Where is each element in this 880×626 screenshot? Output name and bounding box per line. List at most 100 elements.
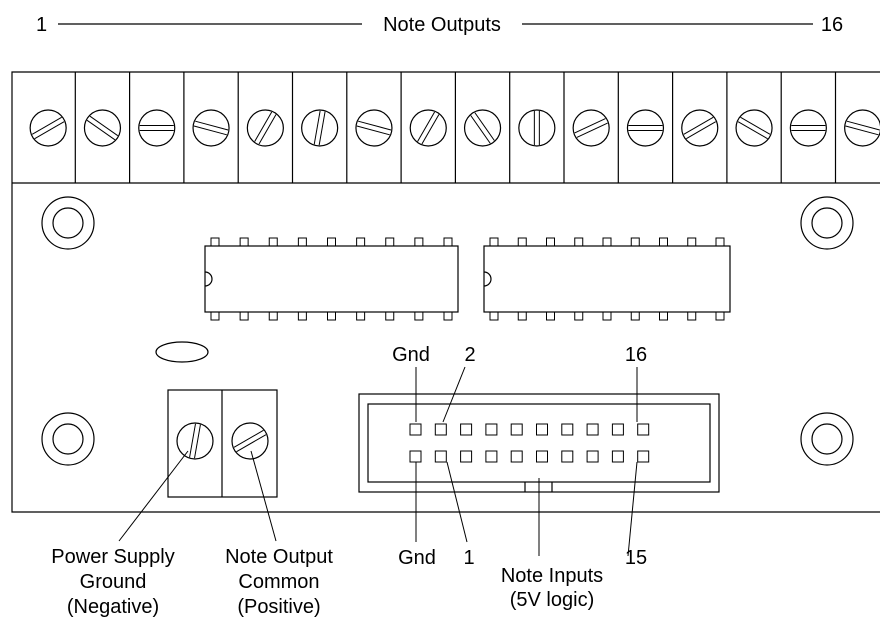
leader-pin-2 [442, 366, 466, 423]
ic-pin [443, 311, 453, 321]
caption-common-line3: (Positive) [237, 596, 320, 618]
ic-pin [574, 237, 584, 247]
power-terminal-block [167, 389, 278, 498]
header-key-notch [524, 482, 553, 492]
power-ground-screw [176, 422, 214, 460]
header-pin-top-6 [536, 423, 548, 436]
header-pin-16-label: 16 [625, 344, 647, 366]
header-pin-top-8 [586, 423, 599, 436]
header-pin-1-label: 1 [463, 547, 474, 569]
header-pin-top-4 [485, 423, 498, 436]
caption-inputs-line1: Note Inputs [501, 565, 603, 587]
ic-pin [385, 237, 395, 247]
ic-pin [327, 311, 336, 321]
header-pin-top-3 [460, 423, 473, 436]
header-pin-bottom-6 [536, 450, 548, 463]
ic-pin [602, 311, 612, 321]
header-pin-top-7 [561, 423, 574, 436]
ic-pin [443, 237, 453, 247]
header-pin-top-1 [409, 423, 422, 436]
mounting-hole-top-left [41, 196, 95, 250]
ic-pin [268, 311, 278, 321]
output-last-label: 16 [821, 14, 843, 36]
header-pin-top-10 [637, 423, 650, 436]
ic-pin [489, 311, 499, 321]
output-terminal-screw-12 [626, 109, 665, 147]
output-terminal-screw-5 [246, 109, 284, 147]
ic-pin [327, 237, 336, 247]
ic-pin [239, 311, 249, 321]
board-outline [11, 71, 880, 513]
output-first-label: 1 [36, 14, 47, 36]
ic-notch [483, 271, 492, 287]
ic-pin [239, 237, 249, 247]
header-pin-bottom-4 [485, 450, 498, 463]
ic-pin [687, 237, 697, 247]
ic-pin [414, 237, 424, 247]
ic-pin [715, 311, 725, 321]
ic-notch [204, 271, 213, 287]
ic-pin [546, 311, 555, 321]
ic-pin [687, 311, 697, 321]
header-outer [358, 393, 720, 493]
ic-pin [210, 237, 220, 247]
header-pin-top-9 [611, 423, 624, 436]
header-pin-bottom-1 [409, 450, 422, 463]
header-pin-2-label: 2 [464, 344, 475, 366]
output-terminal-screw-11 [572, 109, 610, 147]
ic-pin [489, 237, 499, 247]
mounting-hole-bottom-right [800, 412, 854, 466]
header-pin-bottom-9 [611, 450, 624, 463]
output-terminal-screw-16 [844, 109, 880, 147]
mounting-hole-bottom-left [41, 412, 95, 466]
note-outputs-label-group: 1 Note Outputs 16 [36, 14, 843, 36]
ic-pin [414, 311, 424, 321]
ic-pin [297, 237, 307, 247]
output-terminal-screw-15 [789, 109, 827, 147]
caption-common-line2: Common [238, 571, 319, 593]
output-terminal-screw-6 [301, 109, 339, 147]
ic-pin [659, 237, 668, 247]
output-terminal-screw-9 [463, 109, 502, 147]
header-pin-bottom-8 [586, 450, 599, 463]
output-terminal-screw-13 [681, 109, 719, 147]
ic-pin [602, 237, 612, 247]
output-terminal-screw-14 [735, 109, 773, 147]
mounting-hole-top-right [800, 196, 854, 250]
caption-ground-line1: Power Supply [51, 546, 174, 568]
ic-pin [356, 237, 366, 247]
ic-body [204, 245, 459, 313]
ic-pin [659, 311, 668, 321]
output-terminal-screw-3 [138, 109, 176, 147]
ic-pin [630, 311, 640, 321]
ic-pin [715, 237, 725, 247]
ic-pin [574, 311, 584, 321]
led-indicator [155, 341, 209, 363]
ic-pin [210, 311, 220, 321]
leader-pin-1 [446, 461, 468, 543]
header-gnd-top-label: Gnd [392, 344, 430, 366]
output-terminal-screw-1 [29, 109, 67, 147]
header-pin-top-2 [434, 423, 447, 436]
caption-inputs-line2: (5V logic) [510, 589, 594, 611]
ic-pin [356, 311, 366, 321]
leader-common [250, 450, 277, 542]
header-pin-bottom-5 [510, 450, 523, 463]
header-inner [367, 403, 711, 483]
header-gnd-bottom-label: Gnd [398, 547, 436, 569]
ic-pin [297, 311, 307, 321]
header-pin-bottom-2 [434, 450, 447, 463]
idc-header-connector [358, 393, 720, 493]
caption-common-line1: Note Output [225, 546, 333, 568]
note-outputs-title: Note Outputs [383, 14, 501, 36]
header-pin-top-5 [510, 423, 523, 436]
header-pin-15-label: 15 [625, 547, 647, 569]
leader-ground [118, 450, 189, 542]
power-common-screw [231, 422, 269, 460]
ic-pin [517, 237, 527, 247]
header-pin-bottom-10 [637, 450, 650, 463]
ic-pin [546, 237, 555, 247]
output-terminal-screw-10 [518, 109, 556, 147]
output-terminal-strip [12, 72, 880, 184]
